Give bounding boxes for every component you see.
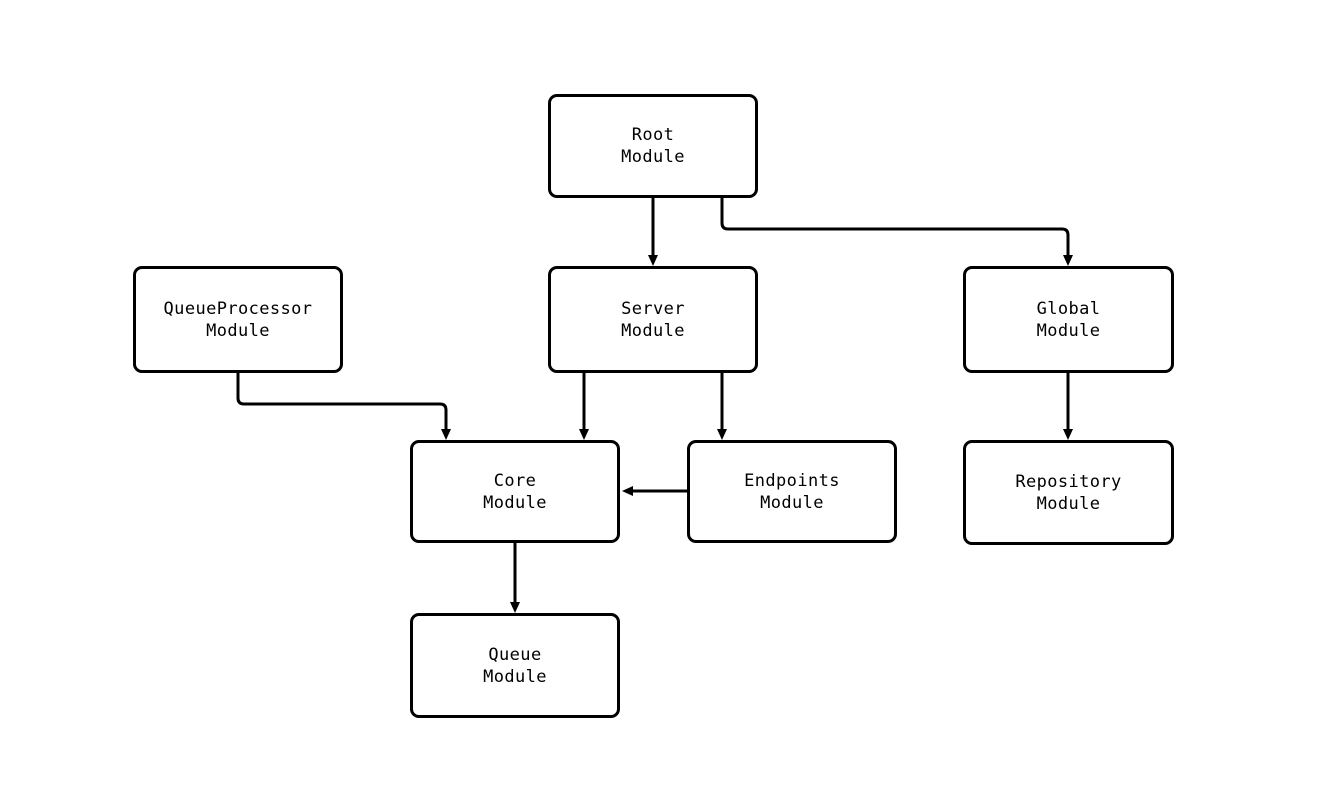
node-label-repository: Repository Module xyxy=(1015,471,1122,514)
node-label-core: Core Module xyxy=(483,470,547,513)
edges-group xyxy=(236,198,1073,613)
node-label-queue: Queue Module xyxy=(483,644,547,687)
node-label-queueprocessor: QueueProcessor Module xyxy=(163,298,313,341)
node-root[interactable]: Root Module xyxy=(548,94,758,198)
node-global[interactable]: Global Module xyxy=(963,266,1174,373)
node-repository[interactable]: Repository Module xyxy=(963,440,1174,545)
node-queueprocessor[interactable]: QueueProcessor Module xyxy=(133,266,343,373)
node-label-server: Server Module xyxy=(621,298,685,341)
node-endpoints[interactable]: Endpoints Module xyxy=(687,440,897,543)
node-queue[interactable]: Queue Module xyxy=(410,613,620,718)
node-core[interactable]: Core Module xyxy=(410,440,620,543)
node-label-root: Root Module xyxy=(621,125,685,167)
edge-queueprocessor-core xyxy=(236,373,451,440)
node-label-endpoints: Endpoints Module xyxy=(744,470,840,513)
node-label-global: Global Module xyxy=(1036,298,1101,341)
edge-root-global xyxy=(720,198,1073,266)
node-server[interactable]: Server Module xyxy=(548,266,758,373)
